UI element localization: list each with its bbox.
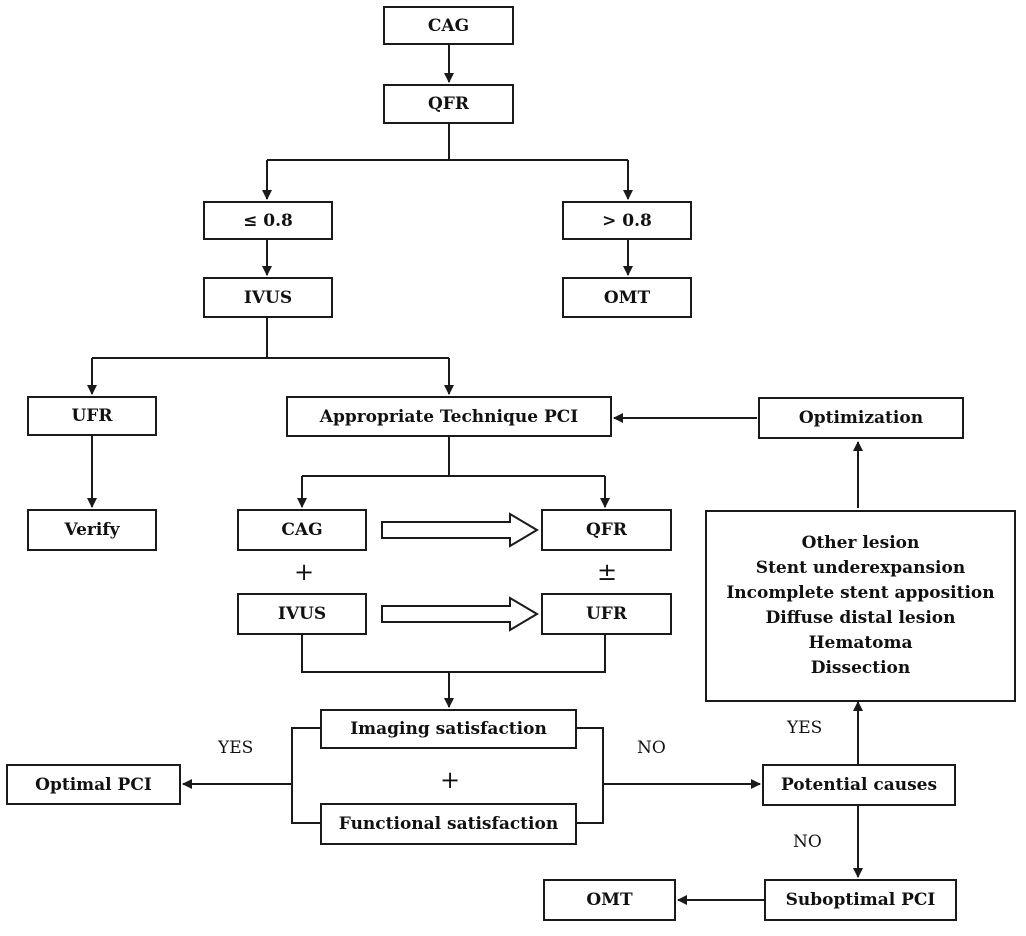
node-verify: Verify: [27, 509, 157, 551]
bracket-right: [577, 727, 604, 824]
node-potential-causes-list: Other lesion Stent underexpansion Incomp…: [705, 510, 1016, 702]
plus-label: +: [440, 766, 461, 794]
node-qfr-mid: QFR: [541, 509, 672, 551]
node-ivus-mid: IVUS: [237, 593, 367, 635]
plus-minus-label: ±: [597, 558, 618, 586]
bracket-left: [291, 727, 320, 824]
node-potential-causes: Potential causes: [762, 764, 956, 806]
no-label: NO: [637, 738, 666, 758]
node-cag-mid: CAG: [237, 509, 367, 551]
node-ivus-top: IVUS: [203, 277, 333, 318]
node-optimization: Optimization: [758, 397, 964, 439]
cause-item: Other lesion: [801, 533, 920, 553]
connector-ivus-ufr-merge: [301, 635, 606, 673]
cause-item: Diffuse distal lesion: [765, 608, 956, 628]
connector-ivus-split: [92, 318, 268, 359]
yes-label: YES: [218, 738, 254, 758]
hollow-arrow-cag-to-qfr: [381, 512, 539, 548]
hollow-arrow-ivus-to-ufr: [381, 596, 539, 632]
cause-item: Hematoma: [808, 633, 913, 653]
node-gt-0-8: > 0.8: [562, 201, 692, 240]
node-cag-top: CAG: [383, 6, 514, 45]
cause-item: Incomplete stent apposition: [726, 583, 995, 603]
node-optimal-pci: Optimal PCI: [6, 764, 181, 805]
node-omt-right: OMT: [562, 277, 692, 318]
node-imaging-satisfaction: Imaging satisfaction: [320, 709, 577, 749]
connector-atpci-split: [302, 437, 450, 477]
node-ufr-left: UFR: [27, 396, 157, 436]
yes-label: YES: [787, 718, 823, 738]
cause-item: Dissection: [810, 658, 911, 678]
node-le-0-8: ≤ 0.8: [203, 201, 333, 240]
node-suboptimal-pci: Suboptimal PCI: [764, 879, 957, 921]
node-omt-bottom: OMT: [543, 879, 676, 921]
no-label: NO: [793, 832, 822, 852]
cause-item: Stent underexpansion: [755, 558, 966, 578]
connector-qfr-split: [267, 124, 450, 161]
node-ufr-mid: UFR: [541, 593, 672, 635]
node-functional-satisfaction: Functional satisfaction: [320, 803, 577, 845]
node-qfr-top: QFR: [383, 84, 514, 124]
plus-label: +: [294, 558, 315, 586]
node-appropriate-technique-pci: Appropriate Technique PCI: [286, 396, 612, 437]
